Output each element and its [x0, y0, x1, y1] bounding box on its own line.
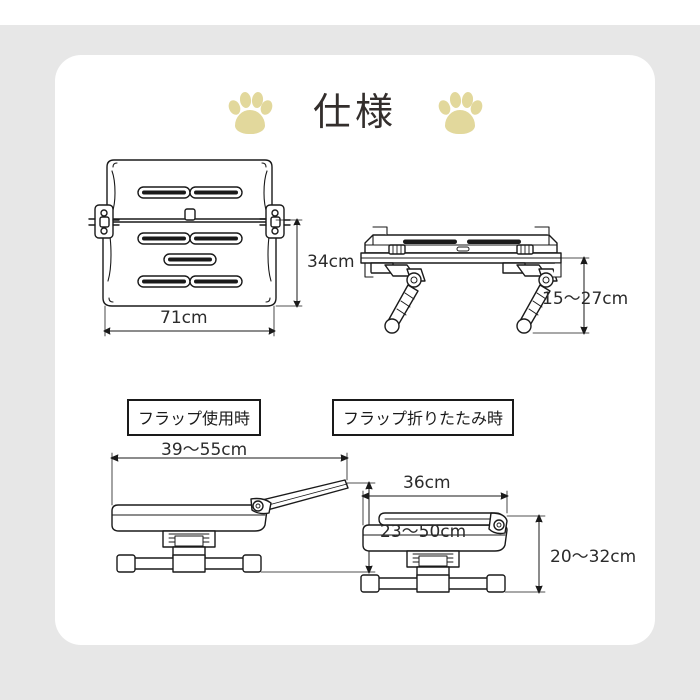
dimension-height-20-32cm	[504, 514, 546, 594]
specification-card: 仕様	[55, 55, 655, 645]
dimension-label-top-view-width: 71cm	[160, 308, 208, 328]
dimension-label-flap-open-width: 39〜55cm	[161, 440, 248, 460]
dimension-width-39-55cm	[110, 452, 349, 506]
dimension-label-front-view-height: 15〜27cm	[542, 289, 629, 309]
dimension-width-71cm	[103, 305, 276, 337]
hinge-left	[88, 204, 120, 239]
paw-print-icon-right	[436, 89, 485, 135]
dimension-height-15-27cm	[532, 256, 590, 335]
dimension-label-flap-folded-height: 20〜32cm	[550, 547, 637, 567]
figure-front-view	[360, 226, 590, 335]
caption-flap-folded: フラップ折りたたみ時	[332, 399, 515, 436]
dimension-label-flap-open-height: 23〜50cm	[380, 522, 467, 542]
dimension-width-36cm	[361, 490, 509, 526]
figure-flap-open	[110, 452, 376, 574]
dimension-height-34cm	[275, 218, 303, 308]
caption-flap-in-use: フラップ使用時	[127, 399, 262, 436]
page-title: 仕様	[312, 90, 397, 134]
dimension-label-flap-folded-width: 36cm	[403, 473, 451, 493]
paw-print-icon-left	[226, 89, 275, 135]
technical-drawings	[88, 159, 590, 594]
hinge-right	[259, 204, 291, 239]
figure-flap-folded	[360, 490, 546, 594]
leg-right	[502, 262, 562, 334]
leg-left	[364, 262, 426, 334]
page-title-row: 仕様	[55, 77, 655, 147]
figure-top-view	[88, 159, 303, 337]
dimension-label-top-view-height: 34cm	[307, 252, 355, 272]
